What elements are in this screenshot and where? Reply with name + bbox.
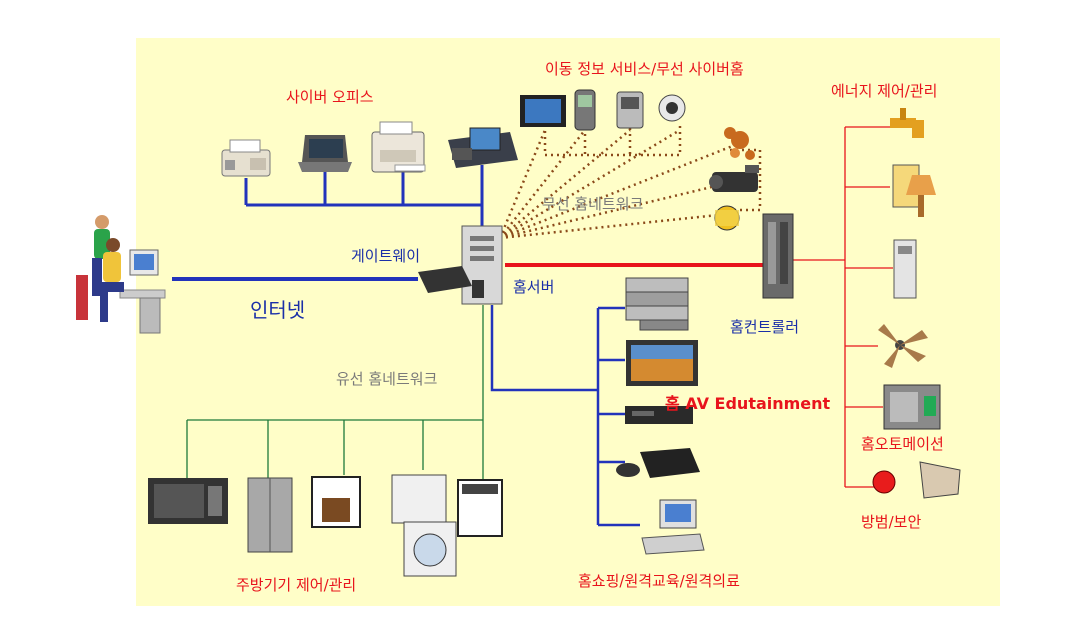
label-security: 방범/보안	[861, 513, 922, 531]
alarm-button-icon	[872, 461, 961, 499]
water-faucet-icon	[890, 108, 924, 138]
game-console-icon	[616, 448, 700, 478]
dryer-icon	[457, 479, 503, 537]
mobile-phone-icon	[574, 89, 596, 131]
cyber-office-bus	[244, 165, 484, 228]
camera-phone-icon	[658, 94, 686, 122]
label-wireless-network: 무선 홈네트워크	[542, 195, 644, 213]
label-home-server: 홈서버	[513, 278, 555, 296]
personal-computer-icon	[641, 499, 705, 555]
video-phone-icon	[448, 127, 518, 168]
printer-icon	[371, 121, 426, 173]
label-energy: 에너지 제어/관리	[831, 82, 938, 100]
label-kitchen: 주방기기 제어/관리	[236, 576, 357, 594]
internet-users-icon	[76, 215, 166, 334]
refrigerator-icon	[247, 477, 293, 553]
lamp-switch-icon	[892, 164, 936, 217]
pda-icon	[520, 95, 566, 127]
handheld-terminal-icon	[616, 91, 644, 129]
coffee-maker-icon	[311, 476, 361, 528]
home-controller-icon	[762, 213, 794, 299]
av-component-stack-icon	[625, 277, 689, 331]
ceiling-fan-icon	[878, 324, 928, 368]
av-bus	[490, 305, 640, 527]
fax-machine-icon	[221, 139, 271, 177]
wired-home-bus	[186, 305, 484, 480]
washing-machine-icon	[391, 474, 457, 577]
camcorder-icon	[709, 165, 759, 192]
robot-pet-icon	[724, 127, 755, 160]
label-gateway: 게이트웨이	[351, 247, 421, 265]
microwave-icon	[148, 478, 228, 524]
label-internet: 인터넷	[250, 298, 306, 322]
vcr-icon	[625, 406, 693, 424]
laptop-icon	[298, 135, 352, 172]
label-mobile-service: 이동 정보 서비스/무선 사이버홈	[545, 60, 744, 78]
label-cyber-office: 사이버 오피스	[286, 88, 374, 106]
label-home-shopping: 홈쇼핑/원격교육/원격의료	[578, 572, 740, 590]
label-home-controller: 홈컨트롤러	[730, 318, 800, 336]
television-icon	[626, 340, 698, 386]
portable-cd-player-icon	[714, 205, 740, 231]
label-wired-network: 유선 홈네트워크	[336, 370, 438, 388]
air-conditioner-icon	[893, 239, 917, 299]
label-home-av: 홈 AV Edutainment	[665, 394, 831, 413]
energy-bus	[790, 126, 893, 488]
label-home-automation: 홈오토메이션	[861, 435, 944, 453]
gateway-server-icon	[418, 225, 503, 305]
wireless-links	[498, 125, 762, 240]
door-keypad-icon	[883, 384, 941, 430]
